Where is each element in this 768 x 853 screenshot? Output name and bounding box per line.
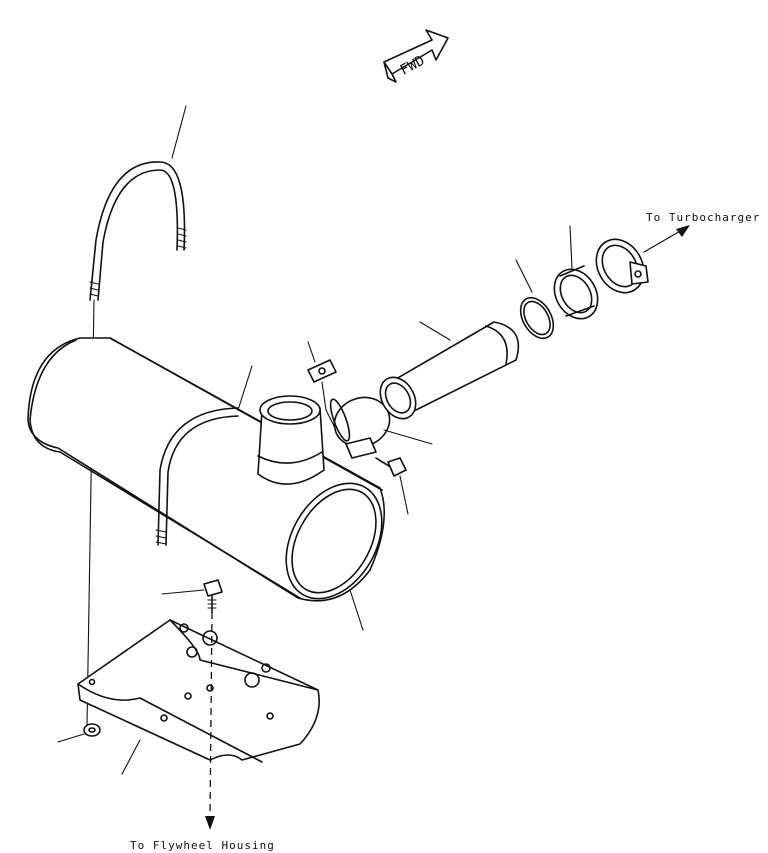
hose-clamp — [595, 238, 649, 294]
label-to-flywheel-housing: To Flywheel Housing — [130, 839, 275, 852]
mounting-bracket — [77, 619, 320, 775]
bracket-plate — [307, 341, 337, 431]
o-ring — [515, 259, 555, 340]
muffler-body — [27, 337, 385, 631]
arrow-to-flywheel-housing — [205, 611, 215, 830]
u-bolt-middle — [155, 365, 253, 546]
mounting-bolt — [161, 579, 223, 613]
adapter-ring — [553, 225, 599, 320]
clamp-bolt — [375, 457, 409, 515]
label-to-turbocharger: To Turbocharger — [646, 211, 761, 224]
fwd-marker: FWD — [383, 29, 449, 83]
connecting-tube — [379, 321, 520, 420]
nut — [57, 723, 101, 743]
muffler-outlet-pipe — [257, 395, 325, 485]
pipe-clamp — [329, 396, 433, 459]
arrow-to-turbocharger — [643, 225, 690, 253]
